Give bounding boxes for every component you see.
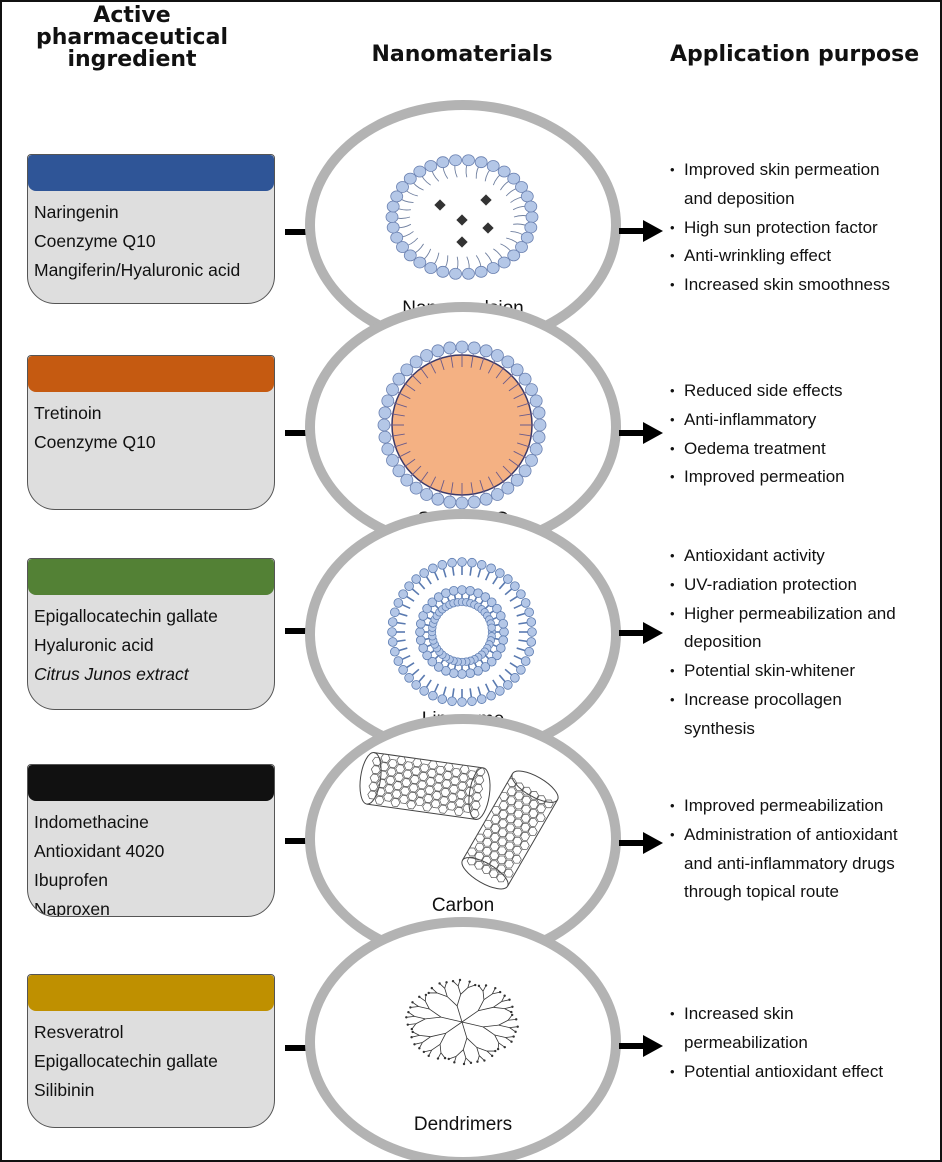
nanomaterial-label-line1: Carbon [431,895,495,916]
application-item: Oedema treatment [670,435,940,464]
color-band-black [28,765,274,801]
header-application-purpose: Application purpose [670,42,920,67]
application-list-row4: Improved permeabilization Administration… [670,792,940,907]
ingredient-list: Epigallocatechin gallate Hyaluronic acid… [34,602,270,689]
nanomaterial-label: Dendrimers [413,1114,513,1135]
application-item-cont: deposition [684,632,762,652]
application-item: UV-radiation protection [670,571,940,600]
ingredient-item: Citrus Junos extract [34,664,189,684]
ingredient-item: Naringenin [34,202,119,222]
connector-line [285,430,307,436]
ingredient-item: Epigallocatechin gallate [34,1051,218,1071]
application-list-row3: Antioxidant activity UV-radiation protec… [670,542,940,744]
ingredient-item: Ibuprofen [34,870,108,890]
application-item: Increased skin smoothness [670,271,940,300]
ingredient-item: Naproxen [34,899,110,917]
header-nanomaterials: Nanomaterials [371,42,553,67]
application-item: Anti-inflammatory [670,406,940,435]
ingredient-item: Tretinoin [34,403,102,423]
application-item: Antioxidant activity [670,542,940,571]
liposome-icon [387,557,537,707]
color-band-green [28,559,274,595]
header-api-line1: Active [93,3,171,28]
nanoemulsion-icon [385,154,539,280]
ingredient-item: Antioxidant 4020 [34,841,165,861]
ingredient-item: Coenzyme Q10 [34,231,156,251]
ingredient-item: Coenzyme Q10 [34,432,156,452]
dendrimer-icon [405,978,519,1066]
application-item: Higher permeabilization and [670,600,940,629]
ingredient-item: Epigallocatechin gallate [34,606,218,626]
arrow-right-icon [619,422,663,444]
application-item: Improved permeation [670,463,940,492]
application-item-cont: permeabilization [684,1032,808,1052]
application-item: Potential skin-whitener [670,657,940,686]
ingredient-box-row5: Resveratrol Epigallocatechin gallate Sil… [27,974,275,1128]
arrow-right-icon [619,1035,663,1057]
application-item: Anti-wrinkling effect [670,242,940,271]
header-active-ingredient: Active pharmaceutical ingredient [12,5,252,71]
ingredient-item: Indomethacine [34,812,149,832]
nanomaterial-circle-row5 [305,917,621,1160]
sln-nlc-icon [377,340,547,510]
application-list-row1: Improved skin permeation and deposition … [670,156,940,300]
ingredient-list: Naringenin Coenzyme Q10 Mangiferin/Hyalu… [34,198,270,285]
connector-line [285,229,307,235]
ingredient-item: Resveratrol [34,1022,124,1042]
ingredient-item: Silibinin [34,1080,95,1100]
application-item-cont: synthesis [684,718,755,738]
application-item: Increased skin [670,1000,940,1029]
connector-line [285,628,307,634]
color-band-orange [28,356,274,392]
connector-line [285,1045,307,1051]
application-list-row2: Reduced side effects Anti-inflammatory O… [670,377,940,492]
ingredient-box-row3: Epigallocatechin gallate Hyaluronic acid… [27,558,275,710]
application-item: Potential antioxidant effect [670,1058,940,1087]
arrow-right-icon [619,220,663,242]
application-item: Reduced side effects [670,377,940,406]
application-item: Increase procollagen [670,686,940,715]
application-item: Administration of antioxidant [670,821,940,850]
color-band-gold [28,975,274,1011]
application-item-cont: and deposition [684,188,795,208]
application-item: Improved skin permeation [670,156,940,185]
ingredient-list: Indomethacine Antioxidant 4020 Ibuprofen… [34,808,270,917]
arrow-right-icon [619,622,663,644]
ingredient-item: Hyaluronic acid [34,635,154,655]
ingredient-list: Tretinoin Coenzyme Q10 [34,399,270,457]
ingredient-box-row2: Tretinoin Coenzyme Q10 [27,355,275,510]
carbon-nanotubes-icon [359,752,559,890]
ingredient-item: Mangiferin/Hyaluronic acid [34,260,241,280]
ingredient-box-row1: Naringenin Coenzyme Q10 Mangiferin/Hyalu… [27,154,275,304]
application-item: Improved permeabilization [670,792,940,821]
application-list-row5: Increased skin permeabilization Potentia… [670,1000,940,1087]
ingredient-list: Resveratrol Epigallocatechin gallate Sil… [34,1018,270,1105]
header-api-line3: ingredient [67,47,197,72]
ingredient-box-row4: Indomethacine Antioxidant 4020 Ibuprofen… [27,764,275,917]
application-item: High sun protection factor [670,214,940,243]
connector-line [285,838,307,844]
header-api-line2: pharmaceutical [36,25,228,50]
arrow-right-icon [619,832,663,854]
application-item-cont: through topical route [684,882,839,902]
application-item-cont: and anti-inflammatory drugs [684,853,895,873]
color-band-blue [28,155,274,191]
